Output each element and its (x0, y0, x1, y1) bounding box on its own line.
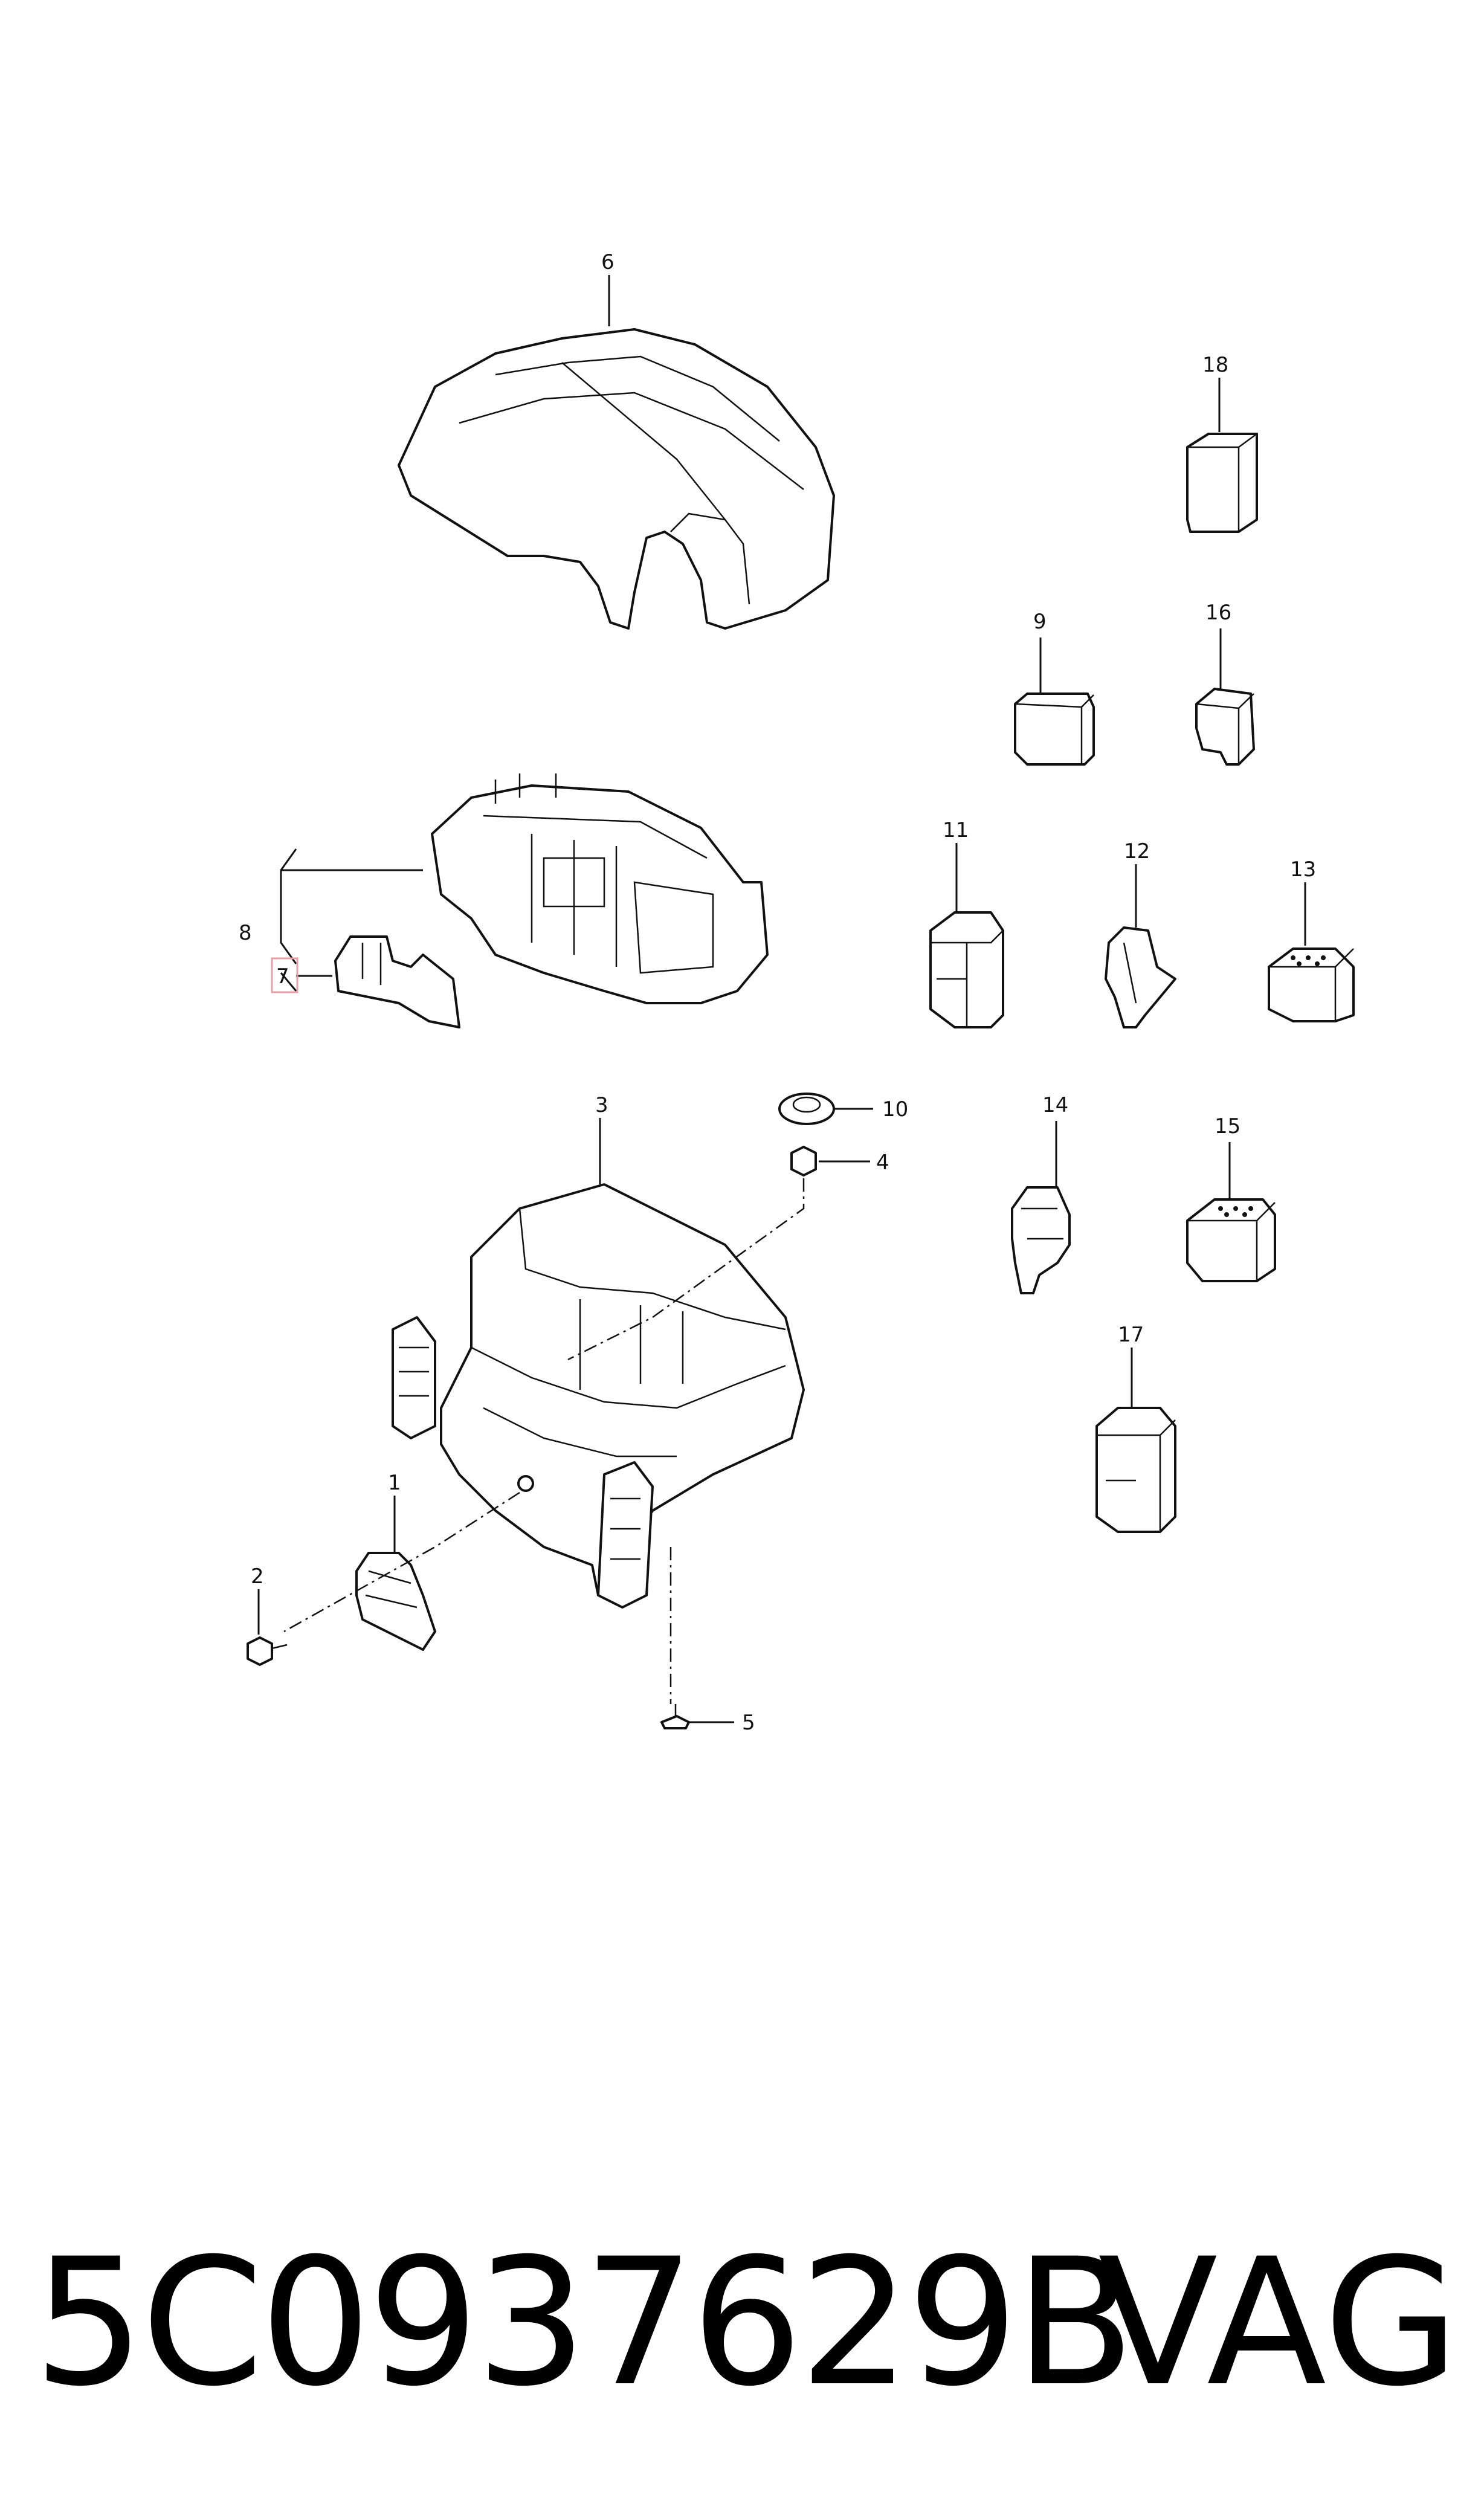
part-9-relay[interactable] (1014, 692, 1095, 766)
part-7-bracket[interactable] (334, 935, 460, 1028)
callout-11: 11 (943, 818, 969, 842)
callout-17: 17 (1118, 1323, 1144, 1347)
brand-name: VAG (1098, 2221, 1459, 2425)
footer: 5C0937629B VAG (33, 2224, 1459, 2423)
part-number: 5C0937629B (33, 2221, 1135, 2425)
callout-14: 14 (1042, 1093, 1068, 1117)
callout-8: 8 (239, 921, 252, 945)
part-2-bolt[interactable] (247, 1636, 288, 1666)
part-4-nut[interactable] (790, 1146, 817, 1177)
callout-5: 5 (742, 1711, 755, 1735)
part-8-fuse-carrier[interactable] (431, 773, 769, 1004)
callout-12: 12 (1124, 839, 1150, 864)
part-16-relay[interactable] (1195, 688, 1255, 766)
callout-18: 18 (1202, 353, 1228, 377)
part-6-cover[interactable] (398, 328, 835, 630)
callout-10: 10 (882, 1097, 908, 1122)
part-5-screw[interactable] (660, 1704, 690, 1729)
part-11-connector[interactable] (929, 911, 1004, 1028)
callout-7-highlight (271, 957, 298, 993)
callout-13: 13 (1290, 857, 1316, 882)
part-12-connector[interactable] (1105, 926, 1176, 1028)
callout-1: 1 (388, 1471, 401, 1495)
part-3-clip-right (597, 1461, 654, 1609)
callout-4: 4 (876, 1151, 889, 1175)
part-3-clip-left (392, 1316, 436, 1439)
callout-16: 16 (1205, 601, 1231, 625)
part-18-relay[interactable] (1186, 433, 1258, 533)
callout-3: 3 (595, 1093, 608, 1117)
callout-2: 2 (251, 1564, 264, 1589)
part-1-bracket[interactable] (355, 1552, 436, 1651)
callout-15: 15 (1215, 1114, 1240, 1138)
part-17-relay[interactable] (1095, 1407, 1176, 1533)
part-15-connector[interactable] (1186, 1198, 1276, 1282)
callout-7: 7 (276, 964, 289, 989)
callout-9: 9 (1033, 610, 1047, 634)
part-13-connector[interactable] (1268, 947, 1355, 1022)
callout-6: 6 (601, 250, 615, 274)
part-14-connector[interactable] (1011, 1186, 1071, 1294)
part-10-grommet[interactable] (778, 1093, 835, 1125)
